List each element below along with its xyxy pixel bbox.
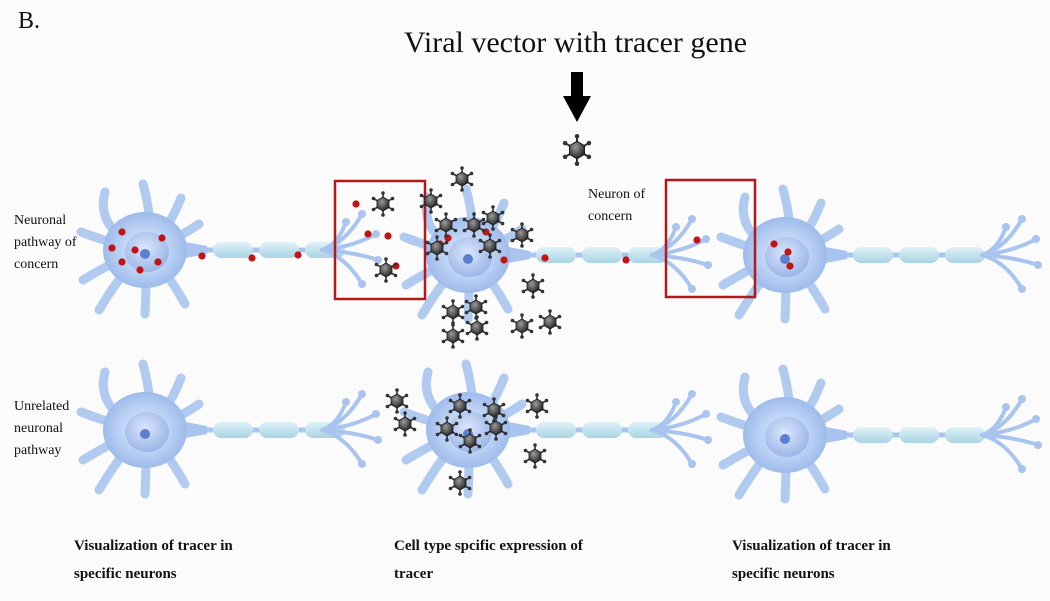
viral-particle <box>462 212 486 238</box>
tracer-dot <box>136 266 144 274</box>
viral-particle <box>371 191 395 217</box>
neuron-bottom-right <box>716 364 1042 504</box>
tracer-dot <box>131 246 139 254</box>
caption-right: Visualization of tracer in specific neur… <box>732 538 891 582</box>
tracer-dot <box>384 232 392 240</box>
viral-particle <box>523 443 547 469</box>
tracer-dot <box>154 258 162 266</box>
label-neuron-of-concern: Neuron of concern <box>588 187 646 224</box>
viral-particle <box>448 393 472 419</box>
myelin-segment <box>899 427 939 443</box>
viral-particle <box>538 309 562 335</box>
viral-particle <box>478 233 502 259</box>
neuron-top-left <box>76 179 382 319</box>
viral-particle <box>374 257 398 283</box>
panel-label: B. <box>18 8 41 34</box>
tracer-dot <box>622 256 630 264</box>
myelin-segment <box>853 427 893 443</box>
myelin-segment <box>582 247 622 263</box>
tracer-dot <box>352 200 360 208</box>
nucleolus <box>140 249 150 259</box>
tracer-dot <box>248 254 256 262</box>
viral-particle <box>450 166 474 192</box>
label-unrelated-pathway: Unrelated neuronal pathway <box>14 399 70 458</box>
viral-particle <box>465 315 489 341</box>
viral-particle <box>393 411 417 437</box>
tracer-dot <box>158 234 166 242</box>
tracer-dot <box>364 230 372 238</box>
caption-center: Cell type spcific expression of tracer <box>394 538 583 582</box>
tracer-dot <box>693 236 701 244</box>
viral-particle <box>425 235 449 261</box>
neuron-bottom-left <box>76 359 382 499</box>
tracer-dot <box>541 254 549 262</box>
label-neuronal-pathway: Neuronal pathway of concern <box>14 213 77 272</box>
caption-left: Visualization of tracer in specific neur… <box>74 538 233 582</box>
viral-particle <box>562 134 592 166</box>
tracer-dot <box>294 251 302 259</box>
myelin-segment <box>945 427 985 443</box>
nucleolus <box>780 434 790 444</box>
viral-particle <box>434 212 458 238</box>
viral-particle <box>419 188 443 214</box>
viral-particle <box>482 397 506 423</box>
diagram-title: Viral vector with tracer gene <box>404 26 748 59</box>
tracer-dot <box>784 248 792 256</box>
nucleolus <box>780 254 790 264</box>
tracer-dot <box>500 256 508 264</box>
tracer-dot <box>770 240 778 248</box>
viral-particle <box>510 222 534 248</box>
viral-particle <box>481 205 505 231</box>
myelin-segment <box>213 422 253 438</box>
myelin-segment <box>899 247 939 263</box>
viral-particle <box>441 299 465 325</box>
tracer-dot <box>108 244 116 252</box>
myelin-segment <box>213 242 253 258</box>
myelin-segment <box>259 242 299 258</box>
viral-particle <box>521 273 545 299</box>
tracer-dot <box>118 258 126 266</box>
nucleolus <box>463 254 473 264</box>
myelin-segment <box>259 422 299 438</box>
nucleolus <box>140 429 150 439</box>
viral-particle <box>385 388 409 414</box>
myelin-segment <box>536 247 576 263</box>
injection-arrow <box>563 72 591 122</box>
tracer-dot <box>786 262 794 270</box>
myelin-segment <box>945 247 985 263</box>
myelin-segment <box>582 422 622 438</box>
neuron-top-right <box>716 184 1042 324</box>
myelin-segment <box>853 247 893 263</box>
tracer-dot <box>118 228 126 236</box>
viral-particle <box>464 294 488 320</box>
viral-particle <box>435 416 459 442</box>
myelin-segment <box>536 422 576 438</box>
highlight-box-right <box>664 178 757 299</box>
viral-particle <box>448 470 472 496</box>
viral-particle <box>441 323 465 349</box>
viral-particle <box>484 415 508 441</box>
viral-particle <box>458 428 482 454</box>
viral-particle <box>525 393 549 419</box>
highlight-box-left <box>333 179 427 301</box>
tracer-dot <box>198 252 206 260</box>
viral-particle <box>510 313 534 339</box>
